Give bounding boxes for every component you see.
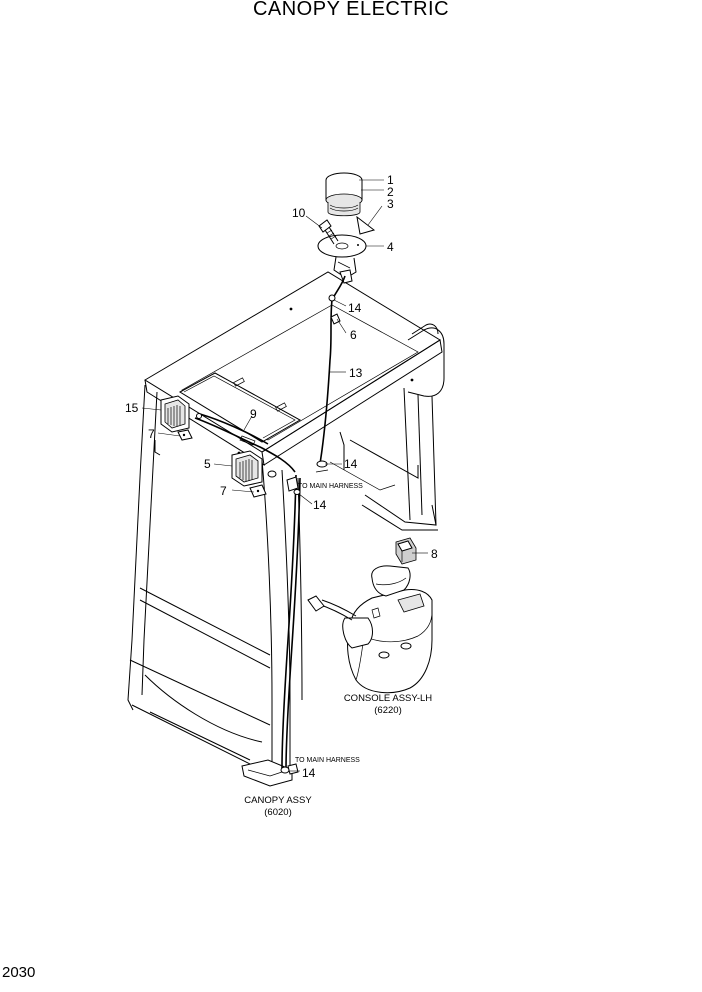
canopy-assy-name: CANOPY ASSY — [244, 795, 312, 806]
lamp-wire-9 — [194, 413, 296, 473]
beacon-lamp — [325, 172, 376, 235]
callout-14-top: 14 — [348, 301, 362, 315]
bolt-10 — [318, 219, 339, 245]
canopy-roof — [144, 271, 443, 467]
to-main-harness-upper: TO MAIN HARNESS — [298, 483, 363, 490]
callout-7-left: 7 — [148, 427, 155, 441]
callout-6: 6 — [350, 328, 357, 342]
console-assy-code: (6220) — [374, 705, 401, 716]
callout-15: 15 — [125, 401, 139, 415]
callout-13: 13 — [349, 366, 363, 380]
wire-harness-13 — [315, 275, 346, 473]
leader-lines — [141, 179, 428, 772]
callout-14-mid: 14 — [344, 457, 358, 471]
callout-4: 4 — [387, 240, 394, 254]
page-title: CANOPY ELECTRIC — [252, 0, 450, 20]
callout-8: 8 — [431, 547, 438, 561]
console-assy-lh — [307, 565, 433, 694]
work-lamp-15 — [154, 395, 193, 456]
canopy-assy-code: (6020) — [264, 807, 291, 818]
callout-14-canopy: 14 — [313, 498, 327, 512]
callout-5: 5 — [204, 457, 211, 471]
to-main-harness-lower: TO MAIN HARNESS — [295, 757, 360, 764]
callout-10: 10 — [292, 206, 306, 220]
console-assy-name: CONSOLE ASSY-LH — [344, 693, 432, 704]
work-lamp-5 — [231, 450, 277, 498]
switch-8 — [395, 537, 417, 565]
callout-3: 3 — [387, 197, 394, 211]
page-number: 2030 — [2, 964, 36, 981]
canopy-front-frame — [127, 384, 303, 787]
callout-14-bottom: 14 — [302, 766, 316, 780]
notes: TO MAIN HARNESS TO MAIN HARNESS CONSOLE … — [244, 483, 432, 818]
pillar-harness — [280, 474, 301, 775]
callout-1: 1 — [387, 173, 394, 187]
beacon-bracket — [317, 234, 367, 284]
rear-pillars — [329, 387, 438, 531]
callout-numbers: 1 2 3 4 10 14 6 13 9 15 7 5 7 14 14 8 14 — [125, 173, 438, 780]
callout-2: 2 — [387, 185, 394, 199]
callout-7-mid: 7 — [220, 484, 227, 498]
callout-9: 9 — [250, 407, 257, 421]
